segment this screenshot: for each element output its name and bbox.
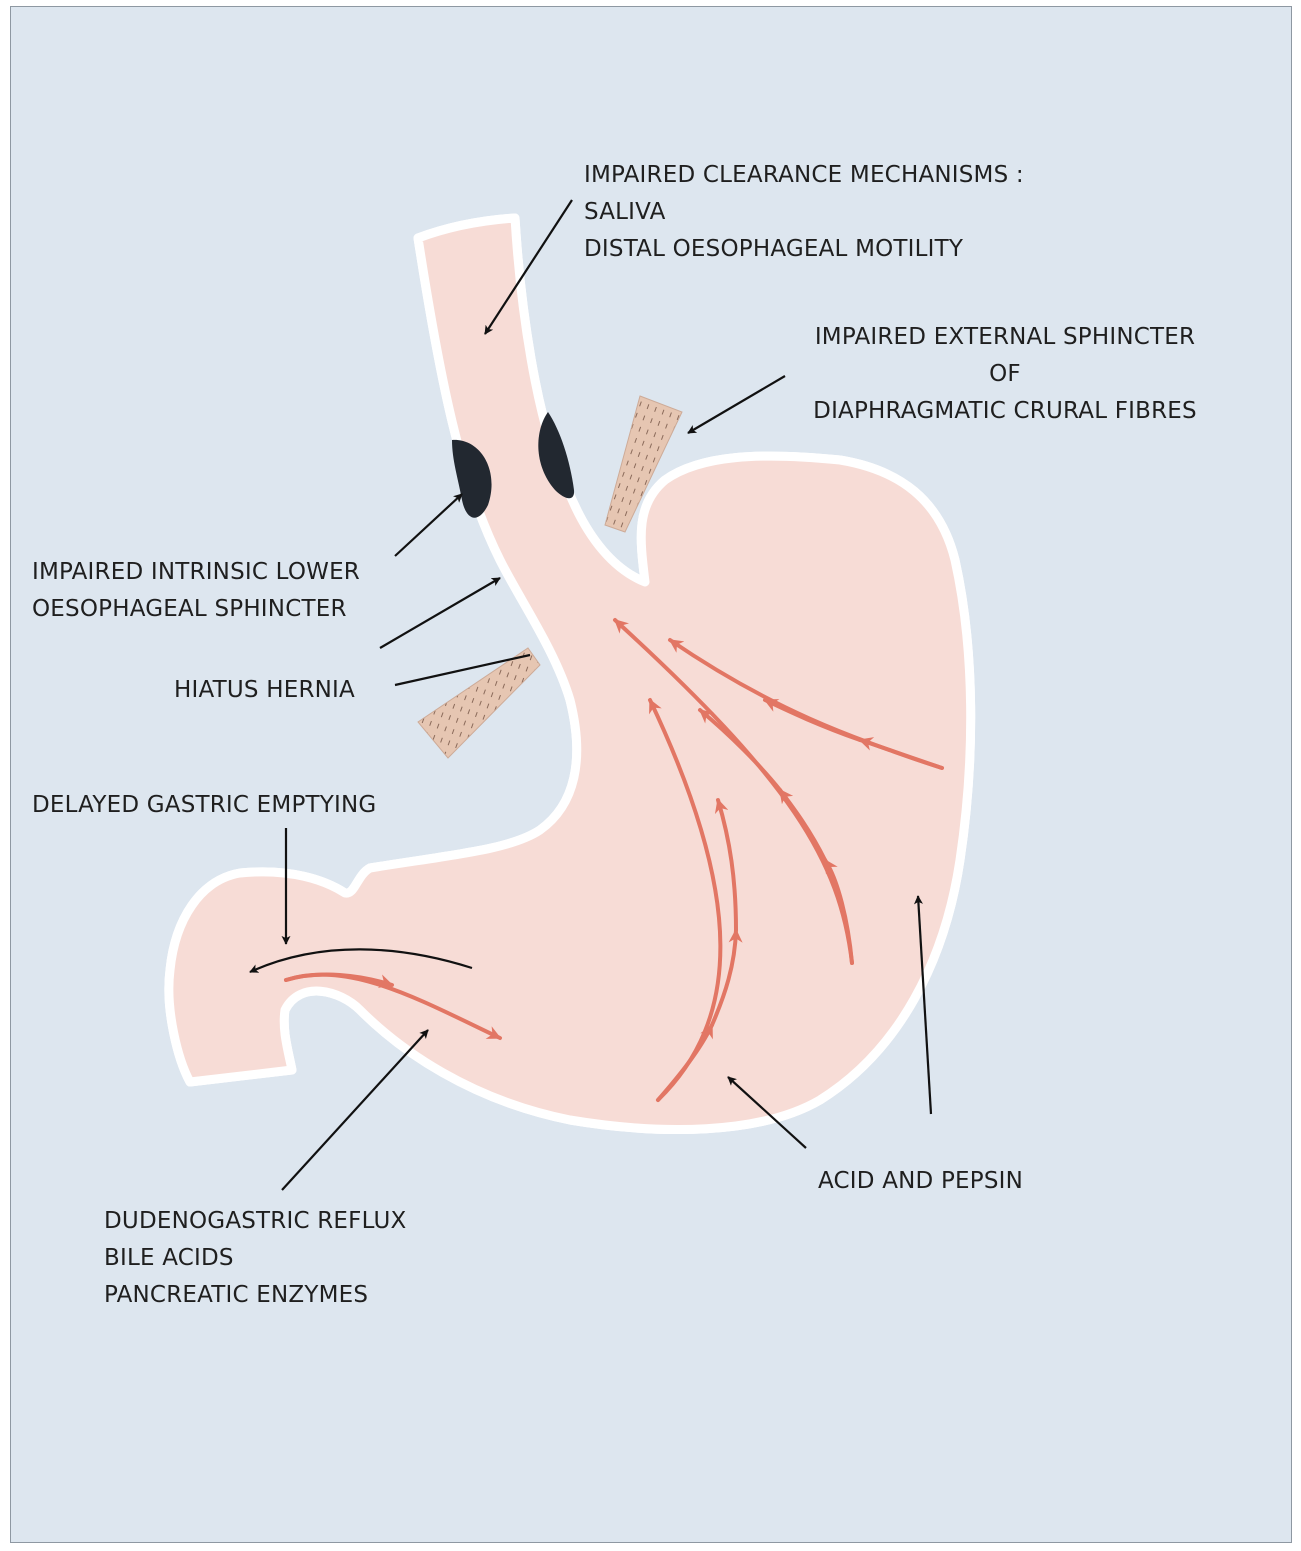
label-gastric-emptying: DELAYED GASTRIC EMPTYING xyxy=(32,787,376,824)
label-intrinsic-sphincter: IMPAIRED INTRINSIC LOWER OESOPHAGEAL SPH… xyxy=(32,554,360,628)
label-external-sphincter-line1: IMPAIRED EXTERNAL SPHINCTER xyxy=(790,319,1220,356)
label-duodenogastric-line2: BILE ACIDS xyxy=(104,1240,406,1277)
label-duodenogastric-line1: DUDENOGASTRIC REFLUX xyxy=(104,1203,406,1240)
label-clearance-line2: SALIVA xyxy=(584,194,1024,231)
pointer-external-sphincter xyxy=(688,376,785,433)
label-clearance-line1: IMPAIRED CLEARANCE MECHANISMS : xyxy=(584,157,1024,194)
label-intrinsic-sphincter-line2: OESOPHAGEAL SPHINCTER xyxy=(32,591,360,628)
label-clearance-line3: DISTAL OESOPHAGEAL MOTILITY xyxy=(584,231,1024,268)
label-intrinsic-sphincter-line1: IMPAIRED INTRINSIC LOWER xyxy=(32,554,360,591)
label-clearance: IMPAIRED CLEARANCE MECHANISMS : SALIVA D… xyxy=(584,157,1024,268)
lower-crus xyxy=(418,648,540,758)
label-duodenogastric-line3: PANCREATIC ENZYMES xyxy=(104,1277,406,1314)
label-external-sphincter-line2: OF xyxy=(790,356,1220,393)
label-external-sphincter-line3: DIAPHRAGMATIC CRURAL FIBRES xyxy=(790,393,1220,430)
label-duodenogastric: DUDENOGASTRIC REFLUX BILE ACIDS PANCREAT… xyxy=(104,1203,406,1314)
label-external-sphincter: IMPAIRED EXTERNAL SPHINCTER OF DIAPHRAGM… xyxy=(790,319,1220,430)
label-acid-pepsin: ACID AND PEPSIN xyxy=(818,1163,1023,1200)
pointer-intrinsic-sphincter xyxy=(395,494,462,556)
label-hiatus-hernia: HIATUS HERNIA xyxy=(174,672,355,709)
pointer-duodenogastric xyxy=(282,1030,428,1190)
pointer-hiatus-hernia-1 xyxy=(380,578,500,648)
